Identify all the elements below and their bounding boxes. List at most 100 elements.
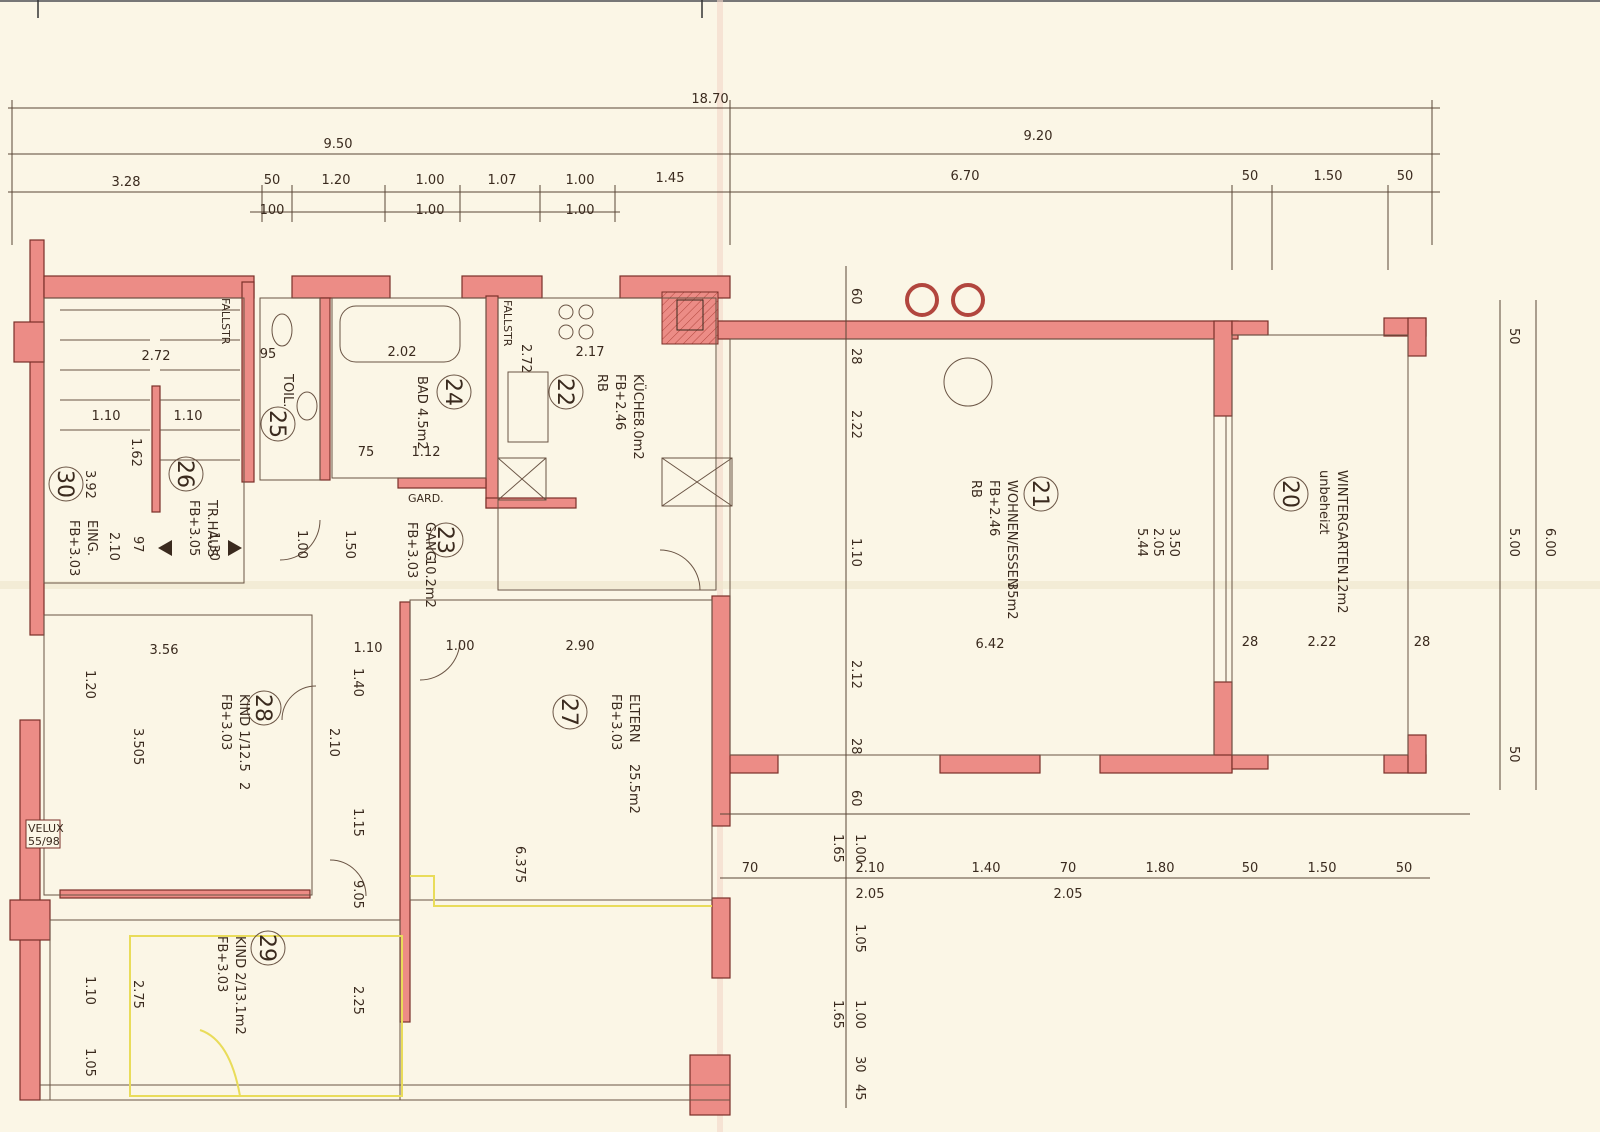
velux-label: VELUX <box>28 822 64 835</box>
dim-inner-14: 1.50 <box>342 530 357 559</box>
interior-lines <box>40 283 1409 1101</box>
dim-inner-20: 28 <box>1242 635 1259 650</box>
dim-vmid-2: 1.65 <box>830 834 845 863</box>
room-21-area: 35m2 <box>1004 582 1019 619</box>
velux-size: 55/98 <box>28 835 60 848</box>
room-22-area: 8.0m2 <box>630 418 645 460</box>
dimension-chains-top: 18.70 9.50 9.20 3.28 50 1.20 1.00 1.07 1… <box>8 92 1440 270</box>
dim-row3-4: 1.07 <box>488 173 517 188</box>
dim-vmid-4: 1.05 <box>852 924 867 953</box>
room-29-name: KIND 2/13.1m2 <box>232 936 247 1035</box>
stair-arrows <box>158 540 242 556</box>
dim-inner-35: 2.25 <box>350 986 365 1015</box>
dim-inner-32: 9.05 <box>350 880 365 909</box>
dim-vmid-10: 28 <box>848 738 863 755</box>
dim-vmid-3: 1.00 <box>852 834 867 863</box>
dim-vmid-6: 1.00 <box>852 1000 867 1029</box>
dim-row3-2: 1.20 <box>322 173 351 188</box>
dim-inner-34: 2.75 <box>130 980 145 1009</box>
dim-inner-23: 3.50 <box>1166 528 1181 557</box>
dim-inner-28: 2.12 <box>848 660 863 689</box>
dim-bottom-3: 70 <box>1060 861 1077 876</box>
dim-row3-5: 1.00 <box>566 173 595 188</box>
chimney <box>661 291 719 345</box>
room-27-level: FB+3.03 <box>608 694 623 750</box>
dim-inner-22: 28 <box>1414 635 1431 650</box>
dim-bottom-4: 1.80 <box>1146 861 1175 876</box>
svg-text:26: 26 <box>172 460 197 488</box>
dim-vmid-8: 45 <box>852 1084 867 1101</box>
dim-row3-1: 50 <box>264 173 281 188</box>
dim-inner-2: 1.10 <box>174 409 203 424</box>
dim-inner-8: 95 <box>260 347 277 362</box>
room-24-marker: 24 <box>436 374 472 410</box>
dim-vmid-7: 30 <box>852 1056 867 1073</box>
dim-left-half: 9.50 <box>324 137 353 152</box>
dim-row4-1: 1.00 <box>416 203 445 218</box>
room-labels: WINTERGARTEN 12m2 unbeheizt WOHNEN/ESSEN… <box>25 298 1349 1035</box>
svg-text:28: 28 <box>250 694 275 722</box>
dim-inner-5: 2.72 <box>518 344 533 373</box>
dim-row3-6: 1.45 <box>656 171 685 186</box>
room-28-marker: 28 <box>246 690 282 726</box>
dim-bottom-5: 50 <box>1242 861 1259 876</box>
dim-inner-15: 3.56 <box>150 643 179 658</box>
dim-vmid-0: 60 <box>848 288 863 305</box>
dim-inner-0: 2.72 <box>142 349 171 364</box>
dim-inner-16: 1.10 <box>354 641 383 656</box>
dim-inner-21: 2.22 <box>1308 635 1337 650</box>
dim-inner-10: 2.10 <box>106 532 121 561</box>
dim-inner-31: 1.15 <box>350 808 365 837</box>
dim-right-2: 6.00 <box>1542 528 1557 557</box>
room-29-level: FB+3.03 <box>214 936 229 992</box>
room-28-name: KIND 1/12.5 <box>236 694 251 772</box>
dim-row3-9: 1.50 <box>1314 169 1343 184</box>
svg-text:27: 27 <box>556 698 581 726</box>
room-23-marker: 23 <box>428 522 464 558</box>
dim-right-half: 9.20 <box>1024 129 1053 144</box>
room-27-marker: 27 <box>552 694 588 730</box>
dim-bottom-0: 70 <box>742 861 759 876</box>
dim-inner-26: 2.22 <box>848 410 863 439</box>
dim-row3-3: 1.00 <box>416 173 445 188</box>
dim-bottom-7: 50 <box>1396 861 1413 876</box>
dim-row3-0: 3.28 <box>112 175 141 190</box>
dim-right-3: 50 <box>1506 746 1521 763</box>
room-23-area: 10.2m2 <box>422 558 437 608</box>
dim-vmid-5: 1.65 <box>830 1000 845 1029</box>
dim-inner-30: 2.10 <box>326 728 341 757</box>
room-23-extra: GARD. <box>408 492 444 505</box>
room-28-area: 2 <box>236 782 251 790</box>
dim-row3-8: 50 <box>1242 169 1259 184</box>
room-21-name: WOHNEN/ESSEN <box>1004 480 1019 588</box>
room-22-extra: RB <box>594 374 609 392</box>
dim-inner-29: 3.505 <box>130 728 145 765</box>
dim-inner-19: 6.42 <box>976 637 1005 652</box>
room-20-marker: 20 <box>1273 476 1309 512</box>
room-25-name: TOIL. <box>280 373 295 407</box>
dim-inner-11: 97 <box>130 536 145 553</box>
dimension-chains-bottom: 70 2.10 1.40 70 1.80 50 1.50 50 2.05 2.0… <box>720 813 1470 902</box>
svg-text:29: 29 <box>254 934 279 962</box>
dim-row4-2: 1.00 <box>566 203 595 218</box>
room-22-marker: 22 <box>548 374 584 410</box>
room-22-name: KÜCHE <box>630 374 647 419</box>
room-26-marker: 26 <box>168 456 204 492</box>
dim-inner-24: 2.05 <box>1150 528 1165 557</box>
room-28-level: FB+3.03 <box>218 694 233 750</box>
fallstr-label-2: FALLSTR <box>501 300 514 347</box>
dim-inner-1: 1.10 <box>92 409 121 424</box>
dimension-chains-right: 50 5.00 6.00 50 <box>1499 300 1557 790</box>
dim-inner-38: 1.20 <box>82 670 97 699</box>
room-26-name: TR.HAUS <box>204 499 219 557</box>
room-numbers: 20 21 22 23 24 25 26 27 <box>48 374 1309 966</box>
dim-inner-13: 1.00 <box>294 530 309 559</box>
room-25-marker: 25 <box>260 406 296 442</box>
svg-text:23: 23 <box>432 526 457 554</box>
dimensions-vertical-mid: 60 28 1.65 1.00 1.05 1.65 1.00 30 45 60 … <box>830 266 867 1108</box>
wall-top-right <box>717 320 1239 340</box>
wall-top-left <box>43 275 255 299</box>
dim-inner-3: 2.02 <box>388 345 417 360</box>
room-20-area: 12m2 <box>1334 576 1349 613</box>
